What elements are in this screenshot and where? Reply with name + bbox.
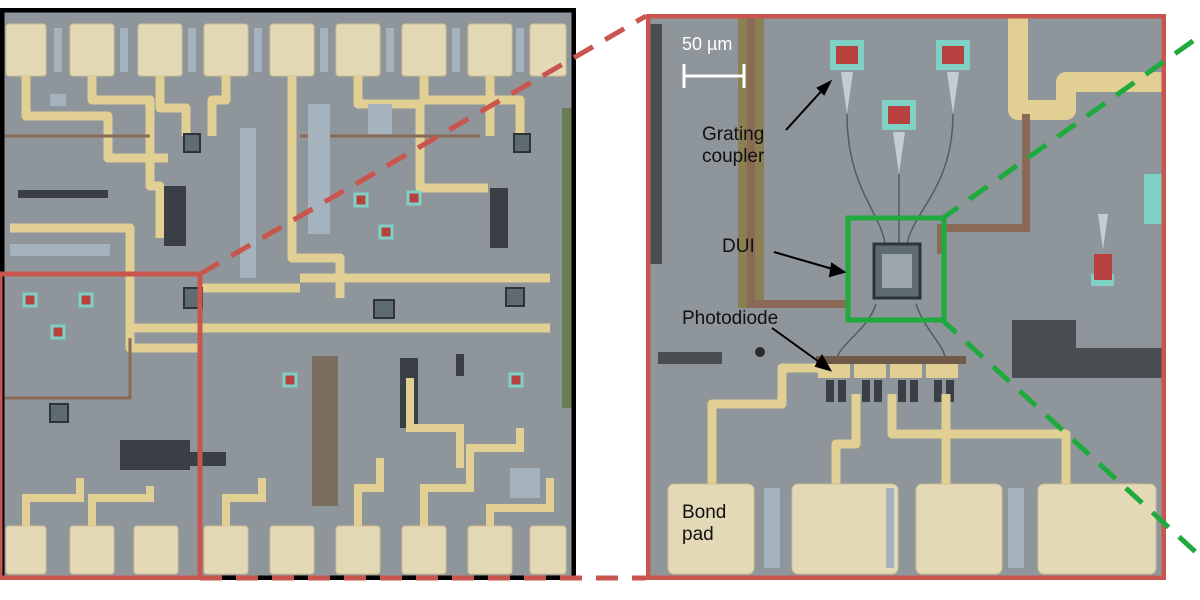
scale-bar [682, 64, 746, 88]
edge-stripe [562, 108, 572, 408]
detail-frame [646, 14, 1166, 580]
gold-traces-bottom [22, 378, 554, 526]
dui-highlight-box [845, 215, 947, 323]
defect-dot [755, 347, 765, 357]
bottom-bond-pads [5, 525, 567, 575]
dui-chip-core [882, 254, 912, 288]
center-block [312, 356, 338, 506]
chip-overview-svg [0, 8, 576, 580]
dui-label: DUI [722, 236, 755, 257]
zoom-detail-svg [646, 14, 1166, 580]
grating-coupler-label: Grating coupler [702, 124, 765, 167]
photodiode-label: Photodiode [682, 308, 779, 329]
chip-overview-image [0, 8, 576, 580]
bond-pad-label: Bond pad [682, 502, 727, 545]
dummy-fill-left [658, 352, 722, 364]
top-bond-pads [5, 23, 567, 77]
brown-trace-left [747, 18, 846, 308]
annotation-arrows [771, 79, 847, 372]
zoom-region-box [0, 271, 203, 580]
scale-bar-label: 50 µm [682, 34, 733, 54]
dummy-fill-column [650, 24, 662, 264]
zoom-detail-image: 50 µm Grating coupler DUI Photodiode Bon… [646, 14, 1166, 580]
